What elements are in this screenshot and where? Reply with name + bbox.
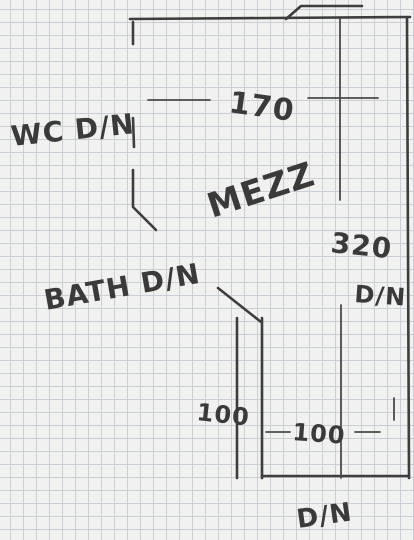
top-right-notch — [284, 4, 364, 21]
wall-lines — [128, 4, 412, 480]
bottom-note-label: D/N — [295, 497, 354, 534]
bath-label: BATH D/N — [41, 257, 202, 317]
top-dimension-label: 170 — [227, 85, 297, 129]
right-dimension-label: 320 — [329, 226, 394, 265]
left-wall-mid — [131, 116, 136, 149]
mezz-label: MEZZ — [202, 154, 319, 226]
right-wall — [405, 16, 411, 480]
bath-door-swing — [216, 286, 263, 324]
wc-door-swing — [131, 168, 158, 232]
wc-label: WC D/N — [9, 107, 136, 153]
top-wall — [128, 15, 412, 21]
bottom-dimension-label: 100 — [292, 418, 347, 450]
left-dimension-label: 100 — [195, 398, 251, 431]
dimension-lines — [147, 18, 395, 479]
right-note-label: D/N — [354, 280, 408, 312]
